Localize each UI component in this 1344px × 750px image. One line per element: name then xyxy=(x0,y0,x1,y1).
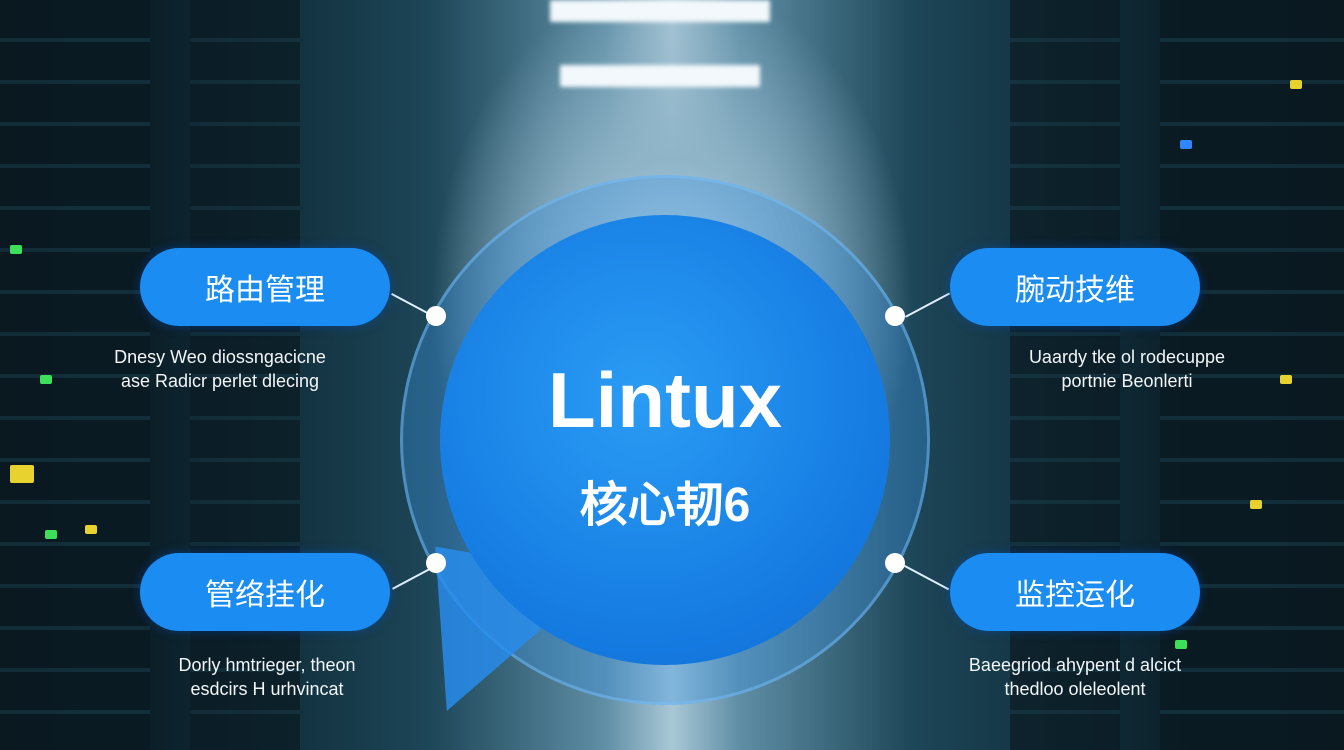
node-label: 监控运化 xyxy=(1015,579,1135,612)
node-routing-management[interactable]: 路由管理 xyxy=(140,248,390,326)
node-driver-maintenance[interactable]: 腕动技维 xyxy=(950,248,1200,326)
server-led xyxy=(1280,375,1292,384)
desc-line: thedloo oleleolent xyxy=(1004,679,1146,699)
desc-line: portnie Beonlerti xyxy=(1061,371,1193,391)
node-description: Baeegriod ahypent d alcict thedloo oleleo… xyxy=(925,653,1225,701)
desc-line: Baeegriod ahypent d alcict xyxy=(968,655,1182,675)
node-label: 路由管理 xyxy=(205,274,325,307)
desc-line: Dorly hmtrieger, theon xyxy=(178,655,356,675)
center-title: Lintux xyxy=(548,356,782,444)
server-led xyxy=(1290,80,1302,89)
server-led xyxy=(1180,140,1192,149)
server-led xyxy=(10,465,34,483)
connector-dot xyxy=(426,553,446,573)
connector-dot xyxy=(885,553,905,573)
node-description: Uaardy tke ol rodecuppe portnie Beonlerti xyxy=(977,345,1277,393)
server-rack-left xyxy=(0,0,150,750)
connector-dot xyxy=(426,306,446,326)
center-subtitle: 核心韧6 xyxy=(579,479,751,532)
node-label: 腕动技维 xyxy=(1015,274,1135,307)
desc-line: ase Radicr perlet dlecing xyxy=(120,371,320,391)
server-led xyxy=(1250,500,1262,509)
server-led xyxy=(45,530,57,539)
ceiling-light xyxy=(560,65,760,87)
desc-line: Uaardy tke ol rodecuppe xyxy=(1028,347,1226,367)
node-monitoring-operations[interactable]: 监控运化 xyxy=(950,553,1200,631)
node-network-optimization[interactable]: 管络挂化 xyxy=(140,553,390,631)
server-led xyxy=(1175,640,1187,649)
server-led xyxy=(10,245,22,254)
desc-line: esdcirs H urhvincat xyxy=(190,679,344,699)
center-bubble xyxy=(440,215,890,665)
server-rack-right xyxy=(1160,0,1344,750)
server-led xyxy=(40,375,52,384)
node-label: 管络挂化 xyxy=(205,579,325,612)
server-led xyxy=(85,525,97,534)
connector-dot xyxy=(885,306,905,326)
desc-line: Dnesy Weo diossngacicne xyxy=(114,347,326,367)
ceiling-light xyxy=(550,0,770,22)
node-description: Dorly hmtrieger, theon esdcirs H urhvinca… xyxy=(117,653,417,701)
node-description: Dnesy Weo diossngacicne ase Radicr perlet… xyxy=(70,345,370,393)
